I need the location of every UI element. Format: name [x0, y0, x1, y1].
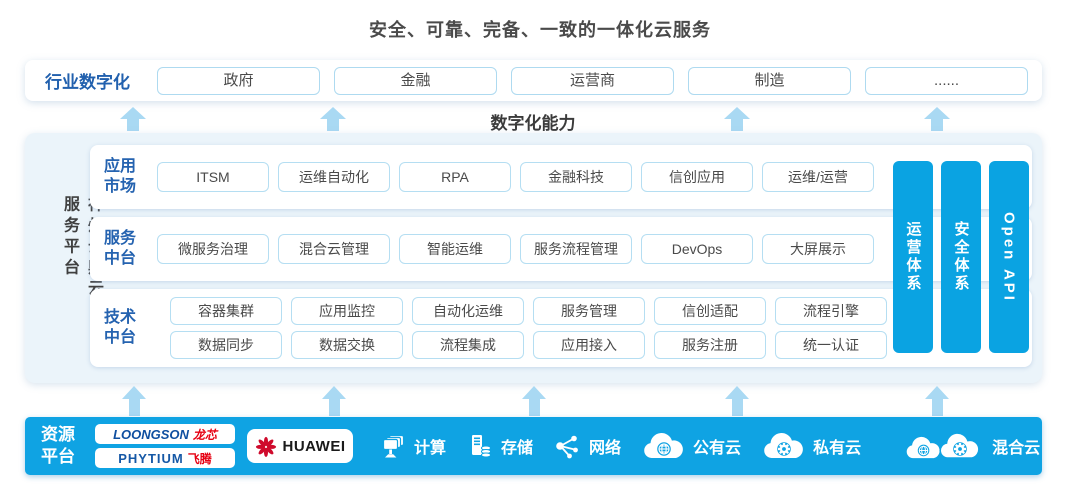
industry-item-government: 政府 — [157, 66, 320, 95]
app-market-label: 应用 市场 — [104, 158, 137, 195]
phytium-badge: PHYTIUM 飞腾 — [95, 448, 235, 468]
resource-platform-bar: 资源 平台 LOONGSON 龙芯 PHYTIUM 飞腾 — [25, 417, 1042, 475]
loongson-cjk-text: 龙芯 — [192, 427, 217, 442]
capability-label: 数字化能力 — [490, 114, 576, 133]
chip-itsm: ITSM — [157, 162, 269, 192]
capability-band: 数字化能力 — [0, 106, 1080, 133]
resource-item-storage: 存储 — [466, 433, 533, 460]
huawei-logo-text: HUAWEI — [282, 437, 346, 455]
industry-item-operator: 运营商 — [511, 66, 674, 95]
chip-service-process-mgmt: 服务流程管理 — [520, 234, 632, 264]
service-middle-chips: 微服务治理 混合云管理 智能运维 服务流程管理 DevOps 大屏展示 — [157, 234, 874, 264]
storage-icon — [466, 433, 494, 460]
resource-platform-label: 资源 平台 — [41, 424, 75, 466]
chip-data-sync: 数据同步 — [170, 331, 282, 359]
resource-item-private-cloud: 私有云 — [761, 432, 861, 461]
resource-item-label: 混合云 — [992, 440, 1041, 457]
chip-data-exchange: 数据交换 — [291, 331, 403, 359]
hybrid-cloud-icon — [903, 431, 985, 461]
app-market-row: 应用 市场 ITSM 运维自动化 RPA 金融科技 信创应用 运维/运营 — [90, 145, 1032, 209]
chip-app-access: 应用接入 — [533, 331, 645, 359]
network-icon — [553, 433, 582, 460]
service-middle-row: 服务 中台 微服务治理 混合云管理 智能运维 服务流程管理 DevOps 大屏展… — [90, 217, 1032, 281]
up-arrow-icon — [724, 107, 750, 131]
chip-service-registry: 服务注册 — [654, 331, 766, 359]
loongson-badge: LOONGSON 龙芯 — [95, 424, 235, 444]
industry-items: 政府 金融 运营商 制造 ...... — [157, 66, 1028, 95]
security-system-bar: 安全体系 — [941, 161, 981, 353]
up-arrow-icon — [320, 107, 346, 131]
public-cloud-icon — [641, 432, 686, 461]
tech-middle-chips: 容器集群 应用监控 自动化运维 服务管理 信创适配 流程引擎 数据同步 数据交换… — [157, 297, 887, 359]
up-arrow-icon — [120, 107, 146, 131]
page-title: 安全、可靠、完备、一致的一体化云服务 — [369, 20, 711, 40]
resource-item-hybrid-cloud: 混合云 — [903, 431, 1041, 461]
chip-xinchuang-adaptation: 信创适配 — [654, 297, 766, 325]
resource-item-label: 网络 — [589, 440, 622, 457]
loongson-logo-text: LOONGSON — [113, 426, 189, 442]
open-api-bar: Open API — [989, 161, 1029, 353]
huawei-badge: HUAWEI — [247, 429, 353, 463]
resource-item-compute: 计算 — [377, 433, 446, 460]
industry-item-more: ...... — [865, 66, 1028, 95]
operation-system-bar: 运营体系 — [893, 161, 933, 353]
chip-intelligent-ops: 智能运维 — [399, 234, 511, 264]
cpu-vendor-badges: LOONGSON 龙芯 PHYTIUM 飞腾 — [95, 424, 235, 468]
resource-items: 计算 存储 — [377, 431, 1041, 461]
platform-panel: 神州云鼎云服务平台 应用 市场 ITSM 运维自动化 RPA 金融科技 信创应用… — [25, 133, 1042, 383]
app-market-chips: ITSM 运维自动化 RPA 金融科技 信创应用 运维/运营 — [157, 162, 874, 192]
chip-ops-automation: 运维自动化 — [278, 162, 390, 192]
huawei-flower-icon — [255, 435, 277, 457]
service-middle-label: 服务 中台 — [104, 230, 137, 267]
resource-item-label: 公有云 — [693, 440, 742, 457]
chip-devops: DevOps — [641, 234, 753, 264]
tech-middle-row: 技术 中台 容器集群 应用监控 自动化运维 服务管理 信创适配 流程引擎 数据同… — [90, 289, 1032, 367]
industry-row: 行业数字化 政府 金融 运营商 制造 ...... — [25, 60, 1042, 101]
chip-service-mgmt: 服务管理 — [533, 297, 645, 325]
tech-middle-label: 技术 中台 — [104, 309, 137, 346]
resource-arrow-band — [0, 385, 1080, 416]
compute-icon — [377, 433, 407, 460]
industry-item-finance: 金融 — [334, 66, 497, 95]
chip-unified-auth: 统一认证 — [775, 331, 887, 359]
up-arrow-icon — [522, 386, 546, 416]
chip-hybrid-cloud-mgmt: 混合云管理 — [278, 234, 390, 264]
chip-xinchuang-app: 信创应用 — [641, 162, 753, 192]
resource-item-public-cloud: 公有云 — [641, 432, 741, 461]
chip-microservice-governance: 微服务治理 — [157, 234, 269, 264]
industry-item-manufacturing: 制造 — [688, 66, 851, 95]
chip-big-screen: 大屏展示 — [762, 234, 874, 264]
up-arrow-icon — [924, 107, 950, 131]
chip-process-integration: 流程集成 — [412, 331, 524, 359]
chip-container-cluster: 容器集群 — [170, 297, 282, 325]
up-arrow-icon — [925, 386, 949, 416]
platform-rows: 应用 市场 ITSM 运维自动化 RPA 金融科技 信创应用 运维/运营 服务 … — [90, 145, 1032, 367]
chip-process-engine: 流程引擎 — [775, 297, 887, 325]
chip-app-monitoring: 应用监控 — [291, 297, 403, 325]
up-arrow-icon — [122, 386, 146, 416]
resource-item-network: 网络 — [553, 433, 621, 460]
industry-row-label: 行业数字化 — [45, 73, 130, 92]
resource-item-label: 私有云 — [813, 440, 862, 457]
up-arrow-icon — [725, 386, 749, 416]
phytium-logo-text: PHYTIUM — [118, 450, 184, 466]
up-arrow-icon — [322, 386, 346, 416]
chip-ops-operation: 运维/运营 — [762, 162, 874, 192]
resource-item-label: 存储 — [501, 440, 534, 457]
phytium-cjk-text: 飞腾 — [187, 451, 212, 466]
private-cloud-icon — [761, 432, 806, 461]
resource-item-label: 计算 — [414, 440, 447, 457]
chip-fintech: 金融科技 — [520, 162, 632, 192]
chip-rpa: RPA — [399, 162, 511, 192]
chip-automated-ops: 自动化运维 — [412, 297, 524, 325]
